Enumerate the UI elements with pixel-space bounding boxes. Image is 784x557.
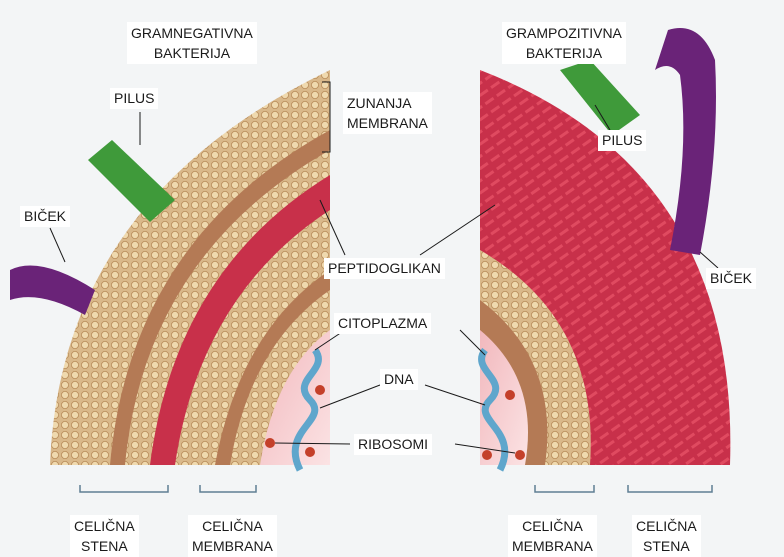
label-cell-wall-left: CELIČNA STENA [70,515,139,557]
label-gram-positive: GRAMPOZITIVNA BAKTERIJA [502,22,626,64]
gram-positive-cell [480,28,730,465]
label-dna: DNA [380,369,418,390]
label-pilus-right: PILUS [598,130,646,151]
label-peptidoglycan: PEPTIDOGLIKAN [324,258,445,279]
label-cell-wall-right-line2: STENA [636,536,697,556]
label-flagellum-right: BIČEK [706,268,756,289]
label-gram-positive-line1: GRAMPOZITIVNA [506,23,622,43]
label-cell-membrane-right: CELIČNA MEMBRANA [508,515,597,557]
label-gram-positive-line2: BAKTERIJA [506,43,622,63]
pilus-left-shape [88,140,175,222]
label-cell-wall-right-line1: CELIČNA [636,516,697,536]
label-cell-wall-right: CELIČNA STENA [632,515,701,557]
label-cytoplasm: CITOPLAZMA [334,313,431,334]
label-flagellum-left: BIČEK [20,206,70,227]
label-gram-negative: GRAMNEGATIVNA BAKTERIJA [127,22,257,64]
label-outer-membrane-line2: MEMBRANA [347,113,428,133]
label-ribosomes: RIBOSOMI [354,434,432,455]
label-cell-membrane-left-line1: CELIČNA [192,516,273,536]
label-cell-wall-left-line2: STENA [74,536,135,556]
label-outer-membrane-line1: ZUNANJA [347,93,428,113]
bottom-brackets [80,485,712,492]
flagellum-left-shape [10,266,95,316]
gram-negative-cell [10,70,330,465]
label-cell-wall-left-line1: CELIČNA [74,516,135,536]
label-gram-negative-line1: GRAMNEGATIVNA [131,23,253,43]
label-cell-membrane-right-line2: MEMBRANA [512,536,593,556]
label-cell-membrane-right-line1: CELIČNA [512,516,593,536]
label-gram-negative-line2: BAKTERIJA [131,43,253,63]
label-cell-membrane-left-line2: MEMBRANA [192,536,273,556]
label-pilus-left: PILUS [110,88,158,109]
label-outer-membrane: ZUNANJA MEMBRANA [343,92,432,134]
label-cell-membrane-left: CELIČNA MEMBRANA [188,515,277,557]
